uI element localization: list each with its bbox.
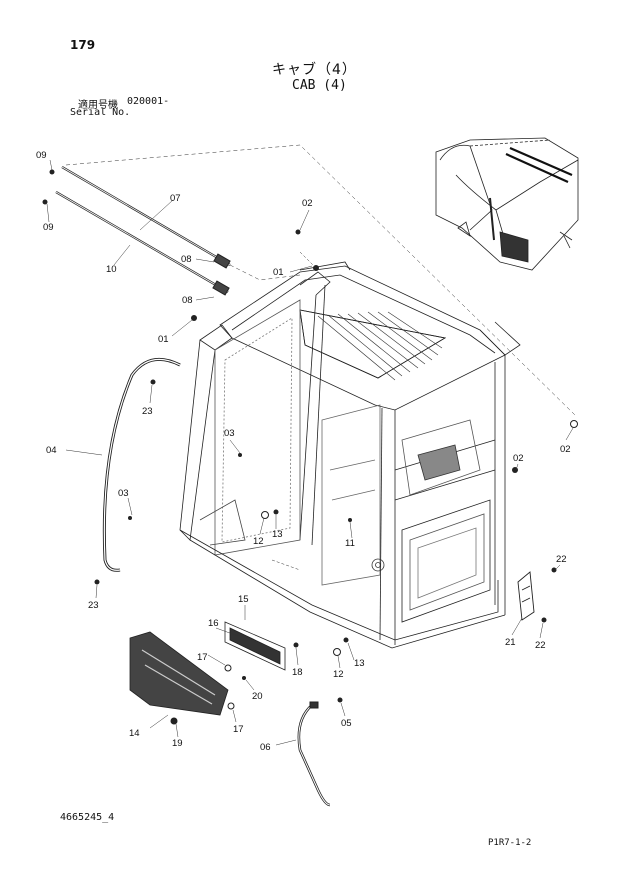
page-code: P1R7-1-2 bbox=[488, 838, 532, 848]
callout-13b: 13 bbox=[354, 658, 365, 669]
callout-17b: 17 bbox=[233, 724, 244, 735]
rail-parts bbox=[55, 166, 231, 296]
callout-01b: 01 bbox=[158, 334, 169, 345]
callout-12b: 12 bbox=[333, 669, 344, 680]
callout-17a: 17 bbox=[197, 652, 208, 663]
cab-frame bbox=[179, 261, 521, 649]
callout-03a: 03 bbox=[224, 428, 235, 439]
callout-23a: 23 bbox=[142, 406, 153, 417]
document-number: 4665245_4 bbox=[60, 812, 115, 823]
bracket-part bbox=[517, 571, 535, 621]
callout-19: 19 bbox=[172, 738, 183, 749]
callout-16: 16 bbox=[208, 618, 219, 629]
callout-05: 05 bbox=[341, 718, 352, 729]
callout-13a: 13 bbox=[272, 529, 283, 540]
inset-cab-view bbox=[435, 137, 579, 271]
callout-21: 21 bbox=[505, 637, 516, 648]
callout-03b: 03 bbox=[118, 488, 129, 499]
callout-labels: 09 09 07 10 02 01 08 08 01 23 04 03 03 0… bbox=[36, 150, 571, 753]
callout-07: 07 bbox=[170, 193, 181, 204]
callout-18: 18 bbox=[292, 667, 303, 678]
callout-10: 10 bbox=[106, 264, 117, 275]
callout-14: 14 bbox=[129, 728, 140, 739]
callout-12a: 12 bbox=[253, 536, 264, 547]
callout-15: 15 bbox=[238, 594, 249, 605]
callout-02b: 02 bbox=[513, 453, 524, 464]
page-number: 179 bbox=[70, 38, 96, 52]
callout-23b: 23 bbox=[88, 600, 99, 611]
serial-label-english: Serial No. bbox=[70, 107, 131, 118]
fasteners bbox=[42, 169, 578, 725]
callout-08b: 08 bbox=[182, 295, 193, 306]
serial-label-japanese: 適用号機 bbox=[78, 100, 118, 111]
hose-part bbox=[297, 701, 331, 807]
weather-strip bbox=[102, 357, 181, 572]
serial-value: 020001- bbox=[127, 96, 170, 107]
callout-20: 20 bbox=[252, 691, 263, 702]
callout-09b: 09 bbox=[43, 222, 54, 233]
callout-02a: 02 bbox=[302, 198, 313, 209]
callout-22a: 22 bbox=[556, 554, 567, 565]
callout-08a: 08 bbox=[181, 254, 192, 265]
callout-11: 11 bbox=[345, 538, 355, 549]
title-english: CAB (4) bbox=[292, 78, 347, 93]
callout-06: 06 bbox=[260, 742, 271, 753]
callout-09a: 09 bbox=[36, 150, 47, 161]
leader-lines bbox=[46, 144, 576, 746]
side-panel-parts bbox=[129, 621, 286, 716]
callout-02c: 02 bbox=[560, 444, 571, 455]
callout-04: 04 bbox=[46, 445, 57, 456]
callout-01a: 01 bbox=[273, 267, 284, 278]
title-japanese: キャブ（4） bbox=[272, 62, 357, 78]
callout-22b: 22 bbox=[535, 640, 546, 651]
